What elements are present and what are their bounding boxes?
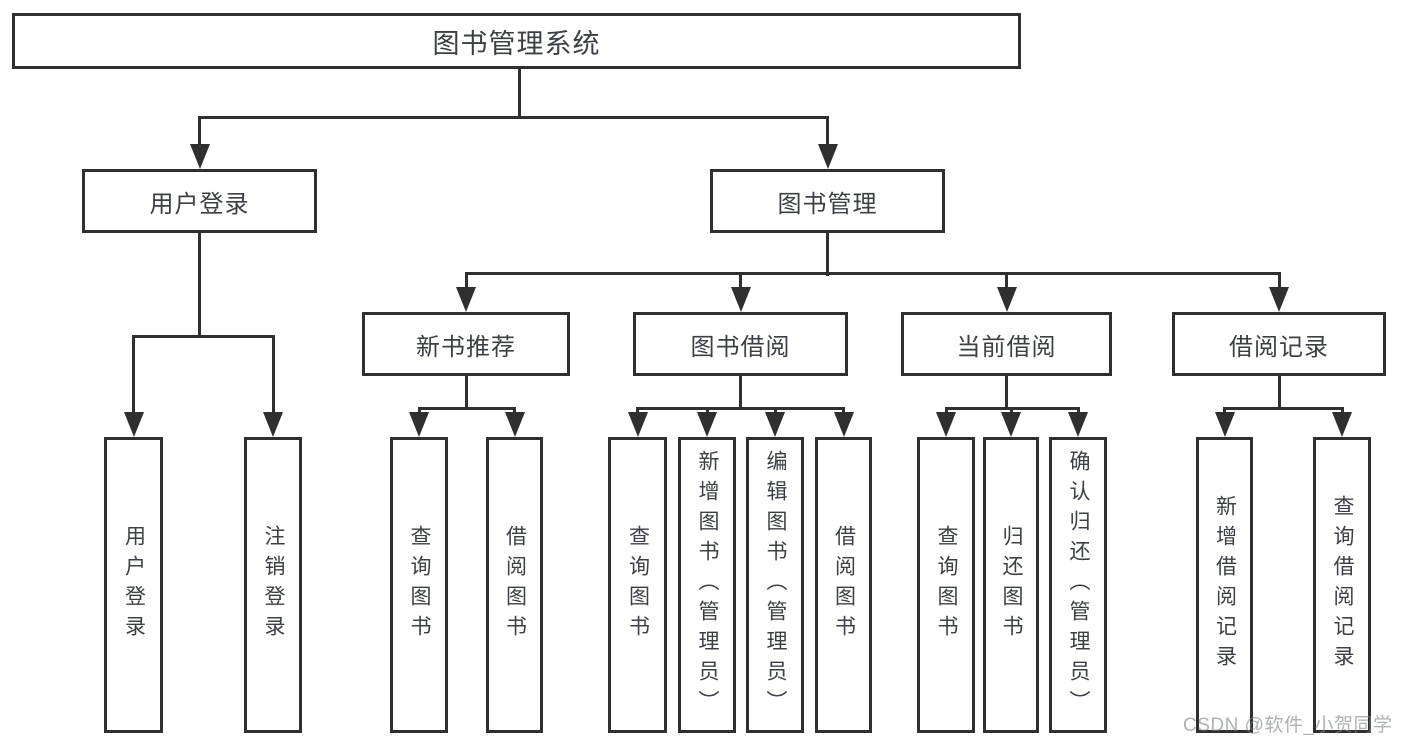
- arrow-head: [936, 412, 956, 437]
- connector-arrow-stem: [636, 408, 639, 414]
- arrow-head: [730, 287, 751, 312]
- node-borrow-query-books: 查询图书: [608, 437, 667, 733]
- arrow-head: [409, 412, 429, 437]
- connector-arrow-stem: [1005, 273, 1008, 289]
- node-current-confirm-return-admin: 确认归还（管理员）: [1049, 437, 1107, 733]
- connector-arrow-stem: [464, 273, 468, 289]
- arrow-head: [1332, 412, 1352, 437]
- arrow-head: [1001, 412, 1021, 437]
- node-user-login: 用户登录: [82, 169, 317, 233]
- arrow-head: [817, 144, 838, 169]
- node-new-book-recommend: 新书推荐: [362, 312, 570, 376]
- node-recommend-query-books-label: 查询图书: [408, 525, 431, 645]
- node-borrow-borrow-books: 借阅图书: [815, 437, 872, 733]
- node-current-query-books: 查询图书: [917, 437, 975, 733]
- node-login-user-login-label: 用户登录: [122, 525, 146, 645]
- node-current-confirm-return-admin-label: 确认归还（管理员）: [1067, 450, 1090, 720]
- arrow-head: [697, 412, 717, 437]
- arrow-head: [996, 287, 1017, 312]
- connector-vline: [1277, 376, 1281, 410]
- node-login-logout-label: 注销登录: [262, 525, 285, 645]
- node-borrow-add-book-admin-label: 新增图书（管理员）: [696, 450, 719, 720]
- node-recommend-borrow-books: 借阅图书: [486, 437, 543, 733]
- arrow-head: [765, 412, 785, 437]
- node-current-return-book-label: 归还图书: [1000, 525, 1023, 645]
- connector-arrow-stem: [826, 117, 829, 146]
- node-book-management-label: 图书管理: [777, 190, 878, 218]
- connector-hline: [1223, 406, 1344, 410]
- arrow-head: [504, 412, 525, 437]
- connector-vline: [826, 233, 829, 276]
- connector-arrow-stem: [1076, 408, 1080, 414]
- connector-arrow-stem: [944, 408, 948, 414]
- arrow-head: [263, 412, 283, 437]
- connector-arrow-stem: [842, 408, 845, 414]
- node-current-borrow-label: 当前借阅: [956, 333, 1057, 361]
- connector-hline: [132, 334, 275, 338]
- connector-arrow-stem: [705, 408, 709, 414]
- connector-hline: [198, 115, 829, 119]
- node-borrow-records: 借阅记录: [1172, 312, 1386, 376]
- connector-hline: [464, 271, 1281, 275]
- connector-arrow-stem: [1223, 408, 1226, 414]
- node-book-borrow: 图书借阅: [633, 312, 848, 376]
- connector-arrow-stem: [1340, 408, 1344, 414]
- node-recommend-query-books: 查询图书: [390, 437, 448, 733]
- node-current-query-books-label: 查询图书: [935, 525, 958, 645]
- node-records-add-record: 新增借阅记录: [1196, 437, 1253, 733]
- node-book-borrow-label: 图书借阅: [690, 333, 791, 361]
- connector-vline: [739, 376, 742, 410]
- node-borrow-query-books-label: 查询图书: [626, 525, 650, 645]
- node-current-return-book: 归还图书: [983, 437, 1039, 733]
- connector-arrow-stem: [773, 408, 777, 414]
- connector-arrow-stem: [198, 117, 201, 146]
- arrow-head: [1214, 412, 1235, 437]
- node-new-book-recommend-label: 新书推荐: [416, 333, 516, 361]
- node-root-label: 图书管理系统: [432, 28, 601, 59]
- node-borrow-borrow-books-label: 借阅图书: [832, 525, 856, 645]
- node-login-user-login: 用户登录: [104, 437, 163, 733]
- node-login-logout: 注销登录: [244, 437, 302, 733]
- node-recommend-borrow-books-label: 借阅图书: [503, 525, 527, 645]
- arrow-head: [189, 144, 210, 169]
- connector-arrow-stem: [513, 408, 516, 414]
- node-records-add-record-label: 新增借阅记录: [1213, 495, 1237, 675]
- node-borrow-edit-book-admin: 编辑图书（管理员）: [746, 437, 804, 733]
- connector-arrow-stem: [739, 273, 742, 289]
- node-records-query-record-label: 查询借阅记录: [1331, 495, 1354, 675]
- arrow-head: [123, 412, 144, 437]
- node-borrow-edit-book-admin-label: 编辑图书（管理员）: [764, 450, 787, 720]
- connector-hline: [636, 406, 845, 410]
- connector-arrow-stem: [1009, 408, 1013, 414]
- node-user-login-label: 用户登录: [149, 190, 250, 218]
- arrow-head: [1269, 287, 1289, 312]
- connector-arrow-stem: [132, 336, 135, 414]
- connector-vline: [198, 233, 201, 338]
- connector-arrow-stem: [417, 408, 421, 414]
- node-book-management: 图书管理: [710, 169, 945, 233]
- node-root: 图书管理系统: [12, 13, 1021, 69]
- connector-vline: [464, 376, 468, 410]
- connector-hline: [417, 406, 516, 410]
- arrow-head: [627, 412, 648, 437]
- watermark: CSDN @软件_小贺同学: [1183, 715, 1393, 736]
- node-records-query-record: 查询借阅记录: [1313, 437, 1371, 733]
- node-current-borrow: 当前借阅: [901, 312, 1112, 376]
- arrow-head: [1068, 412, 1088, 437]
- node-borrow-add-book-admin: 新增图书（管理员）: [678, 437, 736, 733]
- node-borrow-records-label: 借阅记录: [1229, 333, 1329, 361]
- connector-vline: [1005, 376, 1008, 410]
- arrow-head: [456, 287, 476, 312]
- arrow-head: [833, 412, 854, 437]
- connector-arrow-stem: [1277, 273, 1281, 289]
- connector-arrow-stem: [271, 336, 275, 414]
- connector-vline: [517, 69, 521, 119]
